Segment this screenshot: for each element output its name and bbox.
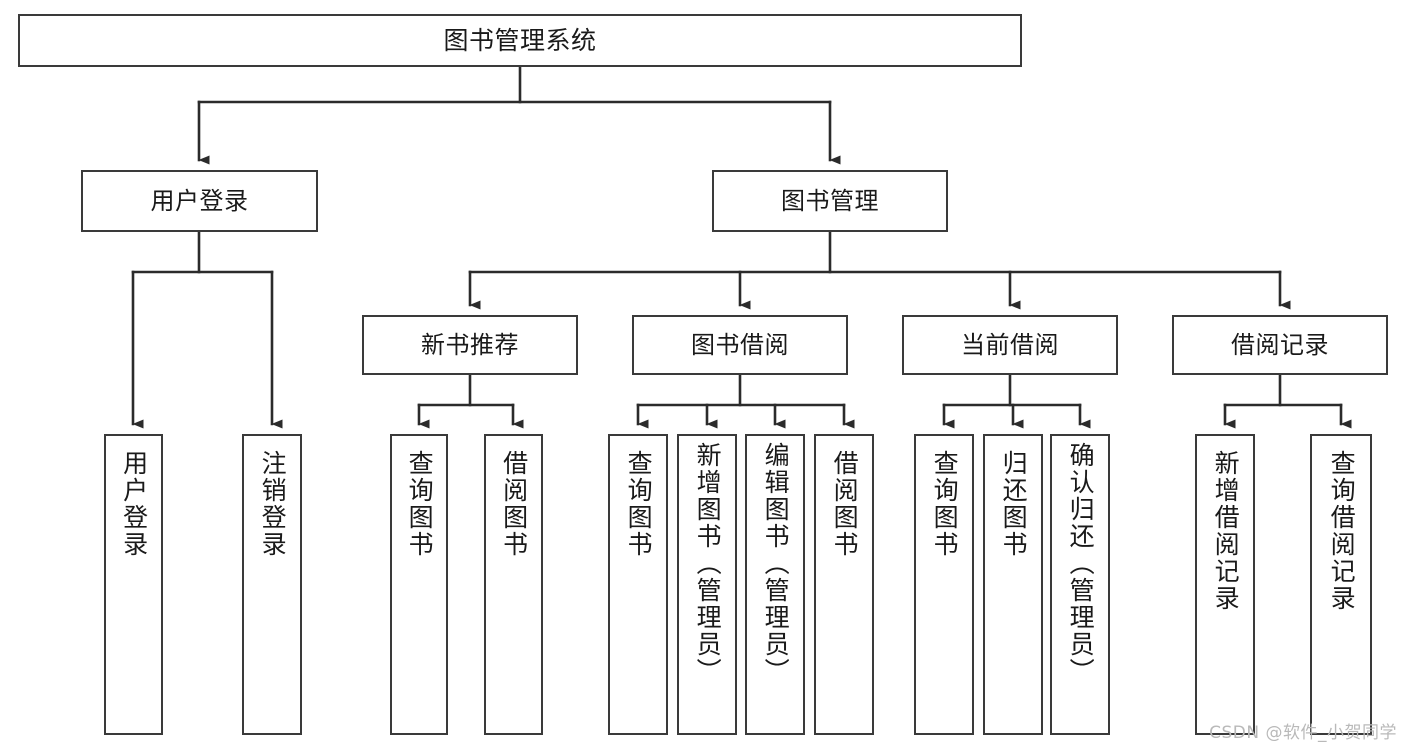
node-label: 编辑图书（管理员） (761, 442, 791, 685)
node-leaf-return-book[interactable]: 归还图书 (983, 434, 1043, 735)
node-label: 新增借阅记录 (1211, 450, 1241, 612)
node-label: 用户登录 (119, 450, 149, 558)
node-label: 图书借阅 (691, 330, 789, 359)
node-borrow-record[interactable]: 借阅记录 (1172, 315, 1388, 375)
node-label: 查询图书 (624, 450, 654, 558)
node-user-login[interactable]: 用户登录 (81, 170, 318, 232)
node-label: 新书推荐 (421, 330, 519, 359)
node-label: 当前借阅 (961, 330, 1059, 359)
node-label: 借阅图书 (499, 450, 529, 558)
node-leaf-query-book-current[interactable]: 查询图书 (914, 434, 974, 735)
node-label: 新增图书（管理员） (693, 442, 723, 685)
node-leaf-query-book-recommend[interactable]: 查询图书 (390, 434, 448, 735)
node-label: 查询借阅记录 (1327, 450, 1357, 612)
node-leaf-query-book-borrow[interactable]: 查询图书 (608, 434, 668, 735)
node-current-borrow[interactable]: 当前借阅 (902, 315, 1118, 375)
node-label: 注销登录 (258, 450, 288, 558)
node-new-book-recommend[interactable]: 新书推荐 (362, 315, 578, 375)
node-label: 查询图书 (930, 450, 960, 558)
node-leaf-query-borrow-record[interactable]: 查询借阅记录 (1310, 434, 1372, 735)
node-leaf-edit-book-admin[interactable]: 编辑图书（管理员） (745, 434, 805, 735)
node-leaf-add-borrow-record[interactable]: 新增借阅记录 (1195, 434, 1255, 735)
node-label: 用户登录 (150, 186, 249, 215)
node-label: 归还图书 (999, 450, 1029, 558)
node-label: 图书管理 (781, 186, 879, 215)
watermark: CSDN @软件_小贺同学 (1209, 723, 1397, 743)
node-label: 查询图书 (405, 450, 435, 558)
node-leaf-borrow-book[interactable]: 借阅图书 (814, 434, 874, 735)
node-leaf-borrow-book-recommend[interactable]: 借阅图书 (484, 434, 543, 735)
node-leaf-add-book-admin[interactable]: 新增图书（管理员） (677, 434, 737, 735)
node-leaf-confirm-return-admin[interactable]: 确认归还（管理员） (1050, 434, 1110, 735)
node-book-management-system[interactable]: 图书管理系统 (18, 14, 1022, 67)
node-book-manage[interactable]: 图书管理 (712, 170, 948, 232)
node-leaf-user-login[interactable]: 用户登录 (104, 434, 163, 735)
node-label: 图书管理系统 (443, 25, 597, 55)
node-label: 确认归还（管理员） (1066, 442, 1096, 685)
node-label: 借阅图书 (830, 450, 860, 558)
node-leaf-logout[interactable]: 注销登录 (242, 434, 302, 735)
node-book-borrow[interactable]: 图书借阅 (632, 315, 848, 375)
node-label: 借阅记录 (1231, 330, 1329, 359)
